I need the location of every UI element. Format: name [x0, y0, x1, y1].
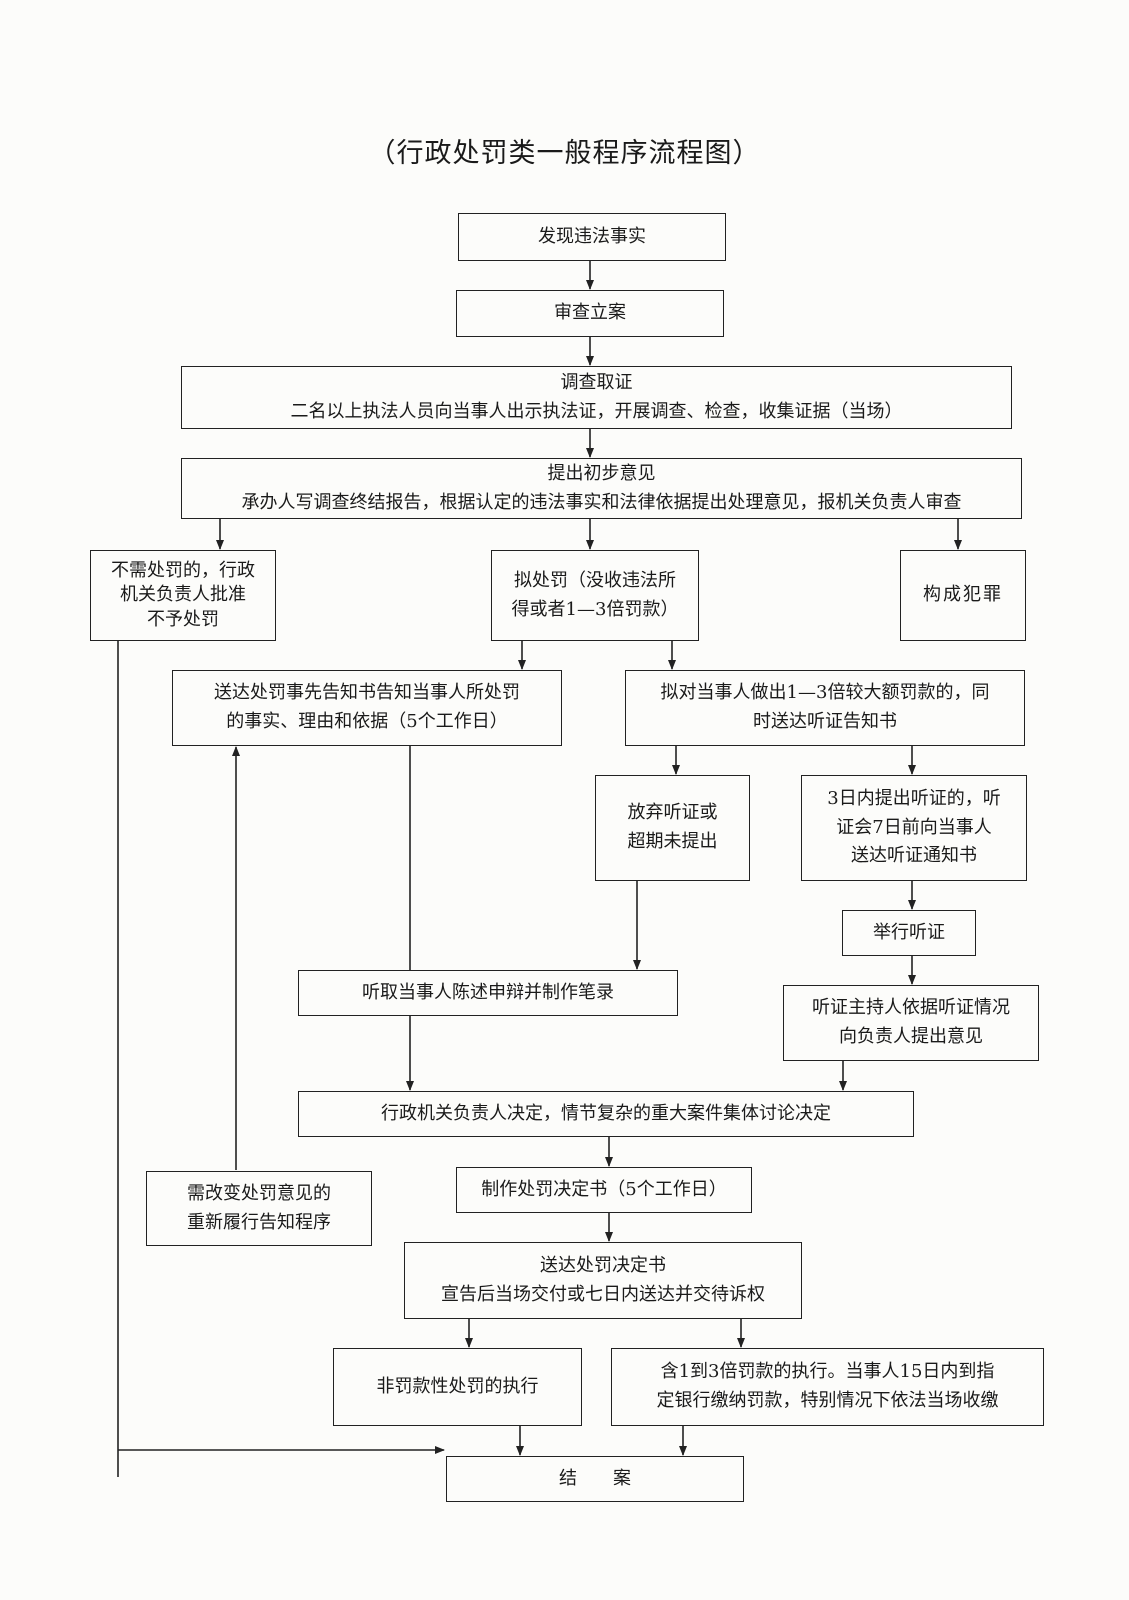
node-text-line1: 调查取证: [560, 371, 633, 393]
node-text-line2: 重新履行告知程序: [187, 1211, 331, 1233]
node-text-line2: 承办人写调查终结报告，根据认定的违法事实和法律依据提出处理意见，报机关负责人审查: [241, 491, 962, 513]
node-waive-hearing: 放弃听证或 超期未提出: [595, 775, 750, 881]
node-change-opinion: 需改变处罚意见的 重新履行告知程序: [146, 1171, 372, 1246]
page-title: （行政处罚类一般程序流程图）: [368, 138, 761, 169]
node-text: 构成犯罪: [923, 584, 1003, 606]
node-text-line1: 含1到3倍罚款的执行。当事人15日内到指: [660, 1361, 995, 1383]
node-text: 审查立案: [554, 302, 626, 324]
node-hearing-request: 3日内提出听证的，听 证会7日前向当事人 送达听证通知书: [801, 775, 1027, 881]
node-text: 听取当事人陈述申辩并制作笔录: [362, 981, 614, 1003]
node-text-line2: 证会7日前向当事人: [836, 816, 992, 838]
node-close-case: 结 案: [446, 1456, 744, 1502]
node-text-line1: 不需处罚的，行政: [111, 560, 255, 582]
node-text-line1: 拟对当事人做出1—3倍较大额罚款的，同: [660, 682, 990, 704]
node-make-decision: 制作处罚决定书（5个工作日）: [456, 1167, 752, 1213]
node-text-line1: 听证主持人依据听证情况: [812, 997, 1010, 1019]
node-text: 结 案: [559, 1467, 631, 1489]
node-text-line3: 送达听证通知书: [851, 845, 977, 867]
node-text: 非罚款性处罚的执行: [376, 1375, 539, 1397]
node-text: 发现违法事实: [538, 225, 646, 247]
node-text-line1: 拟处罚（没收违法所: [514, 569, 676, 591]
node-decision: 行政机关负责人决定，情节复杂的重大案件集体讨论决定: [298, 1091, 914, 1137]
node-hearing-opinion: 听证主持人依据听证情况 向负责人提出意见: [783, 985, 1039, 1061]
node-text-line1: 3日内提出听证的，听: [827, 787, 1001, 809]
node-text-line1: 提出初步意见: [547, 462, 656, 484]
node-text-line3: 不予处罚: [147, 608, 219, 630]
node-text-line1: 送达处罚决定书: [540, 1254, 666, 1276]
node-text-line2: 时送达听证告知书: [753, 711, 897, 732]
node-text: 举行听证: [873, 921, 945, 943]
node-text-line1: 送达处罚事先告知书告知当事人所处罚: [214, 682, 520, 704]
node-text: 行政机关负责人决定，情节复杂的重大案件集体讨论决定: [381, 1102, 831, 1124]
node-text-line2: 向负责人提出意见: [839, 1026, 983, 1047]
node-no-penalty: 不需处罚的，行政 机关负责人批准 不予处罚: [90, 550, 276, 641]
node-non-fine-execution: 非罚款性处罚的执行: [333, 1348, 582, 1426]
node-discover-violation: 发现违法事实: [458, 213, 726, 261]
node-large-fine-hearing-notice: 拟对当事人做出1—3倍较大额罚款的，同 时送达听证告知书: [625, 670, 1025, 746]
node-text-line2: 定银行缴纳罚款，特别情况下依法当场收缴: [656, 1390, 999, 1411]
node-propose-penalty: 拟处罚（没收违法所 得或者1—3倍罚款）: [491, 550, 699, 641]
node-text-line2: 二名以上执法人员向当事人出示执法证，开展调查、检查，收集证据（当场）: [290, 400, 903, 422]
node-text-line1: 需改变处罚意见的: [187, 1182, 331, 1204]
node-crime: 构成犯罪: [900, 550, 1026, 641]
node-statement-defense: 听取当事人陈述申辩并制作笔录: [298, 970, 678, 1016]
node-investigate: 调查取证 二名以上执法人员向当事人出示执法证，开展调查、检查，收集证据（当场）: [181, 366, 1012, 429]
node-fine-execution: 含1到3倍罚款的执行。当事人15日内到指 定银行缴纳罚款，特别情况下依法当场收缴: [611, 1348, 1044, 1426]
node-hold-hearing: 举行听证: [842, 910, 976, 956]
node-preliminary-opinion: 提出初步意见 承办人写调查终结报告，根据认定的违法事实和法律依据提出处理意见，报…: [181, 458, 1022, 519]
node-text-line1: 放弃听证或: [627, 802, 718, 824]
node-text-line2: 超期未提出: [627, 831, 718, 852]
node-text-line2: 机关负责人批准: [120, 584, 246, 606]
node-text-line2: 得或者1—3倍罚款）: [511, 598, 679, 620]
node-text-line2: 的事实、理由和依据（5个工作日）: [226, 711, 508, 732]
node-prior-notice: 送达处罚事先告知书告知当事人所处罚 的事实、理由和依据（5个工作日）: [172, 670, 562, 746]
node-review-filing: 审查立案: [456, 290, 724, 337]
node-text-line2: 宣告后当场交付或七日内送达并交待诉权: [441, 1283, 765, 1305]
node-text: 制作处罚决定书（5个工作日）: [481, 1178, 727, 1200]
node-deliver-decision: 送达处罚决定书 宣告后当场交付或七日内送达并交待诉权: [404, 1242, 802, 1319]
